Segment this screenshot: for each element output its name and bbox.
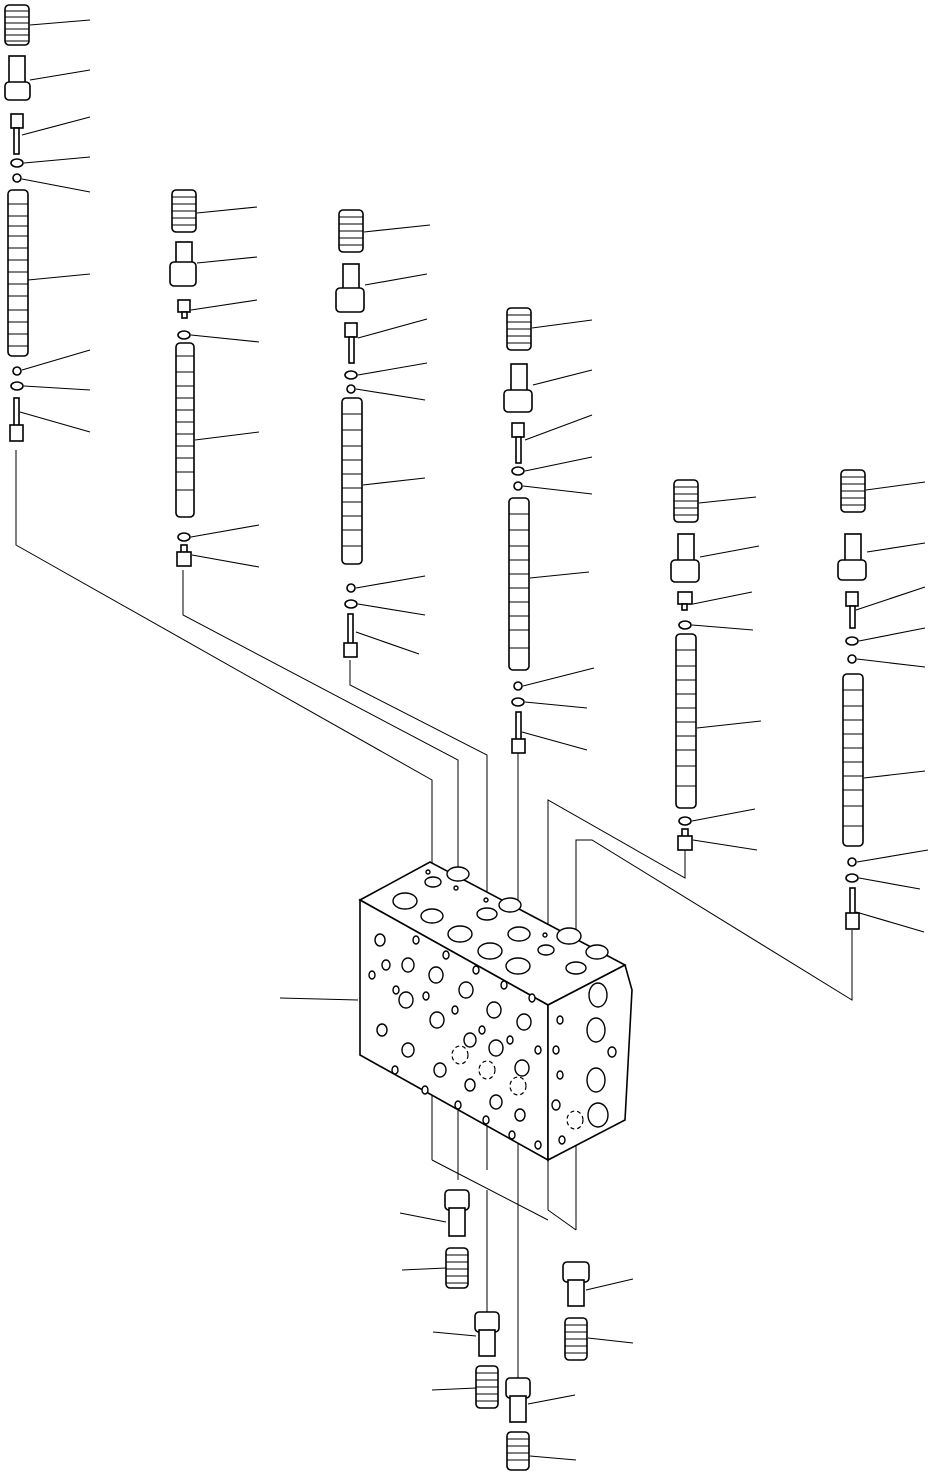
spool-stack-2 [169,189,197,567]
o-ring-5b [678,816,692,826]
o-ring-2b [177,532,191,542]
backup-ring-6a [847,654,857,664]
valve-body-side-ports [551,982,617,1145]
o-ring-1b [10,381,24,391]
lower-part-2 [474,1311,500,1409]
spool-stack-4 [503,307,533,754]
spring-4 [506,307,532,351]
spool-stack-5 [670,479,700,851]
spool-stack-3 [335,209,365,658]
spool-1 [7,189,29,357]
lower-cap-3 [505,1377,531,1423]
lower-spring-1 [445,1247,469,1289]
stopper-4 [511,422,525,464]
plug-4 [511,711,526,754]
spool-stack-6 [837,469,867,930]
retainer-3 [335,263,365,313]
retainer-6 [837,533,867,581]
spring-3 [338,209,364,253]
valve-body [358,861,633,1162]
lower-spring-2 [475,1365,499,1409]
spring-2 [171,189,197,233]
backup-ring-4a [513,481,523,491]
backup-ring-3a [346,384,356,394]
lower-part-3 [505,1377,531,1471]
plug-1 [9,397,24,442]
valve-body-side-face [547,963,633,1162]
stopper-5 [677,591,693,611]
spool-5 [675,633,697,809]
valve-body-top-ports [392,866,609,975]
lower-cap-1 [444,1189,470,1237]
leader-lines [19,19,928,1461]
o-ring-3a [344,370,358,380]
spool-2 [175,342,195,518]
stopper-1 [10,113,24,155]
retainer-2 [169,241,197,287]
o-ring-6a [845,636,859,646]
backup-ring-4b [513,681,523,691]
spool-3 [341,397,363,565]
stopper-2 [177,299,191,319]
plug-5 [677,828,693,851]
backup-ring-3b [346,583,356,593]
lower-cap-4 [562,1261,590,1307]
spring-6 [840,469,866,513]
stopper-3 [344,322,358,364]
spool-4 [508,497,530,671]
o-ring-4a [511,466,525,476]
valve-body-front-ports [368,933,542,1150]
o-ring-6b [845,873,859,883]
retainer-4 [503,363,533,413]
backup-ring-1b [12,366,22,376]
lower-spring-3 [506,1431,530,1471]
o-ring-1a [10,158,24,168]
backup-ring-6b [847,857,857,867]
plug-6 [845,887,860,930]
retainer-5 [670,533,700,583]
spring-1 [4,4,30,46]
lower-spring-4 [564,1317,588,1361]
o-ring-3b [344,599,358,609]
backup-ring-1a [12,173,22,183]
lower-part-4 [562,1261,590,1361]
stopper-6 [845,591,859,629]
spring-5 [673,479,699,523]
plug-2 [176,544,192,567]
o-ring-2a [177,330,191,340]
lower-part-1 [444,1189,470,1289]
plug-3 [343,613,358,658]
spool-stack-1 [4,4,31,442]
spool-6 [842,673,864,847]
o-ring-4b [511,697,525,707]
o-ring-5a [678,620,692,630]
retainer-1 [4,55,31,101]
lower-cap-2 [474,1311,500,1357]
